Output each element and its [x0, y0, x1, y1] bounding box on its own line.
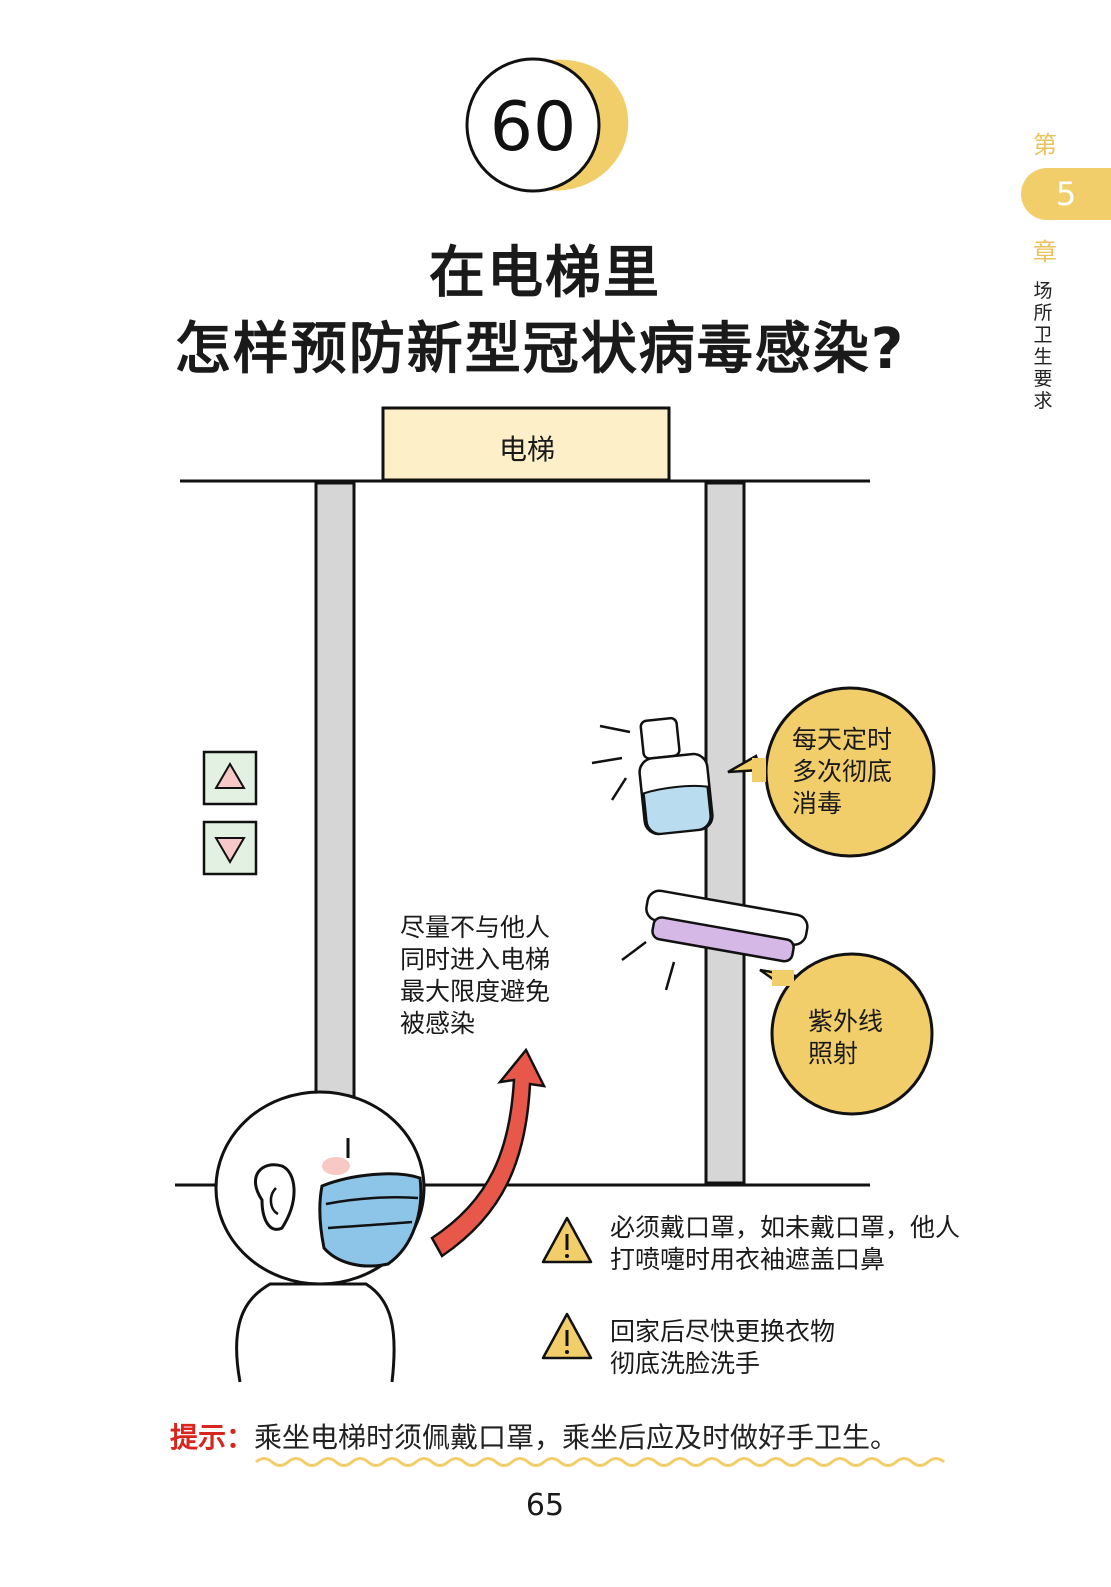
chapter-topic: 场所卫生要求 — [1033, 280, 1053, 412]
uv-line: 照射 — [808, 1039, 859, 1068]
disinfect-bubble-text: 每天定时 多次彻底 消毒 — [792, 724, 892, 820]
elevator-left-frame — [314, 481, 356, 1185]
spray-lines — [591, 724, 631, 801]
page-number: 65 — [525, 1488, 565, 1523]
avoid-note-line: 尽量不与他人 — [400, 913, 551, 942]
uv-bubble — [770, 952, 934, 1116]
up-button-icon — [202, 750, 258, 806]
warning-text-1: 必须戴口罩，如未戴口罩，他人 打喷嚏时用衣袖遮盖口鼻 — [610, 1212, 960, 1276]
warning-icon-1 — [541, 1216, 593, 1264]
spray-bottle-icon — [638, 716, 714, 836]
page-title-line2: 怎样预防新型冠状病毒感染? — [174, 317, 906, 382]
disinfect-line: 多次彻底 — [792, 757, 893, 786]
badge-number: 60 — [490, 88, 577, 167]
elevator-right-frame — [704, 481, 746, 1185]
avoid-note-line: 最大限度避免 — [400, 977, 551, 1006]
warning-icon-2 — [541, 1312, 593, 1360]
avoid-note: 尽量不与他人 同时进入电梯 最大限度避免 被感染 — [400, 912, 550, 1040]
tip: 提示：乘坐电梯时须佩戴口罩，乘坐后应及时做好手卫生。 — [170, 1416, 898, 1456]
warning-text-2: 回家后尽快更换衣物 彻底洗脸洗手 — [610, 1316, 835, 1380]
avoid-note-line: 同时进入电梯 — [400, 945, 551, 974]
disinfect-line: 每天定时 — [792, 725, 893, 754]
chapter-number-tab: 5 — [1021, 168, 1111, 220]
down-button-icon — [202, 820, 258, 876]
elevator-sign — [381, 406, 671, 482]
warning-1-line1: 必须戴口罩，如未戴口罩，他人 — [610, 1213, 961, 1242]
red-arrow-icon — [430, 1047, 547, 1258]
uv-bubble-text: 紫外线 照射 — [808, 1006, 883, 1070]
tip-text: 乘坐电梯时须佩戴口罩，乘坐后应及时做好手卫生。 — [254, 1421, 899, 1454]
person-icon — [214, 1090, 426, 1383]
warning-2-line1: 回家后尽快更换衣物 — [610, 1317, 836, 1346]
tip-label: 提示： — [170, 1421, 255, 1454]
chapter-number: 5 — [1055, 175, 1077, 213]
chapter-suffix: 章 — [1033, 238, 1057, 266]
uv-lines — [621, 941, 676, 991]
avoid-note-line: 被感染 — [400, 1009, 476, 1038]
warning-1-line2: 打喷嚏时用衣袖遮盖口鼻 — [610, 1245, 886, 1274]
elevator-sign-label: 电梯 — [498, 433, 555, 466]
badge-crescent — [545, 59, 629, 191]
tip-wavy-underline — [255, 1457, 945, 1467]
warning-2-line2: 彻底洗脸洗手 — [610, 1349, 761, 1378]
uv-line: 紫外线 — [808, 1007, 884, 1036]
disinfect-line: 消毒 — [792, 789, 843, 818]
chapter-badge: 60 — [465, 57, 629, 193]
uv-lamp-icon — [645, 889, 809, 963]
chapter-prefix: 第 — [1033, 131, 1057, 159]
badge-circle — [465, 57, 601, 193]
page-title-line1: 在电梯里 — [429, 241, 661, 306]
